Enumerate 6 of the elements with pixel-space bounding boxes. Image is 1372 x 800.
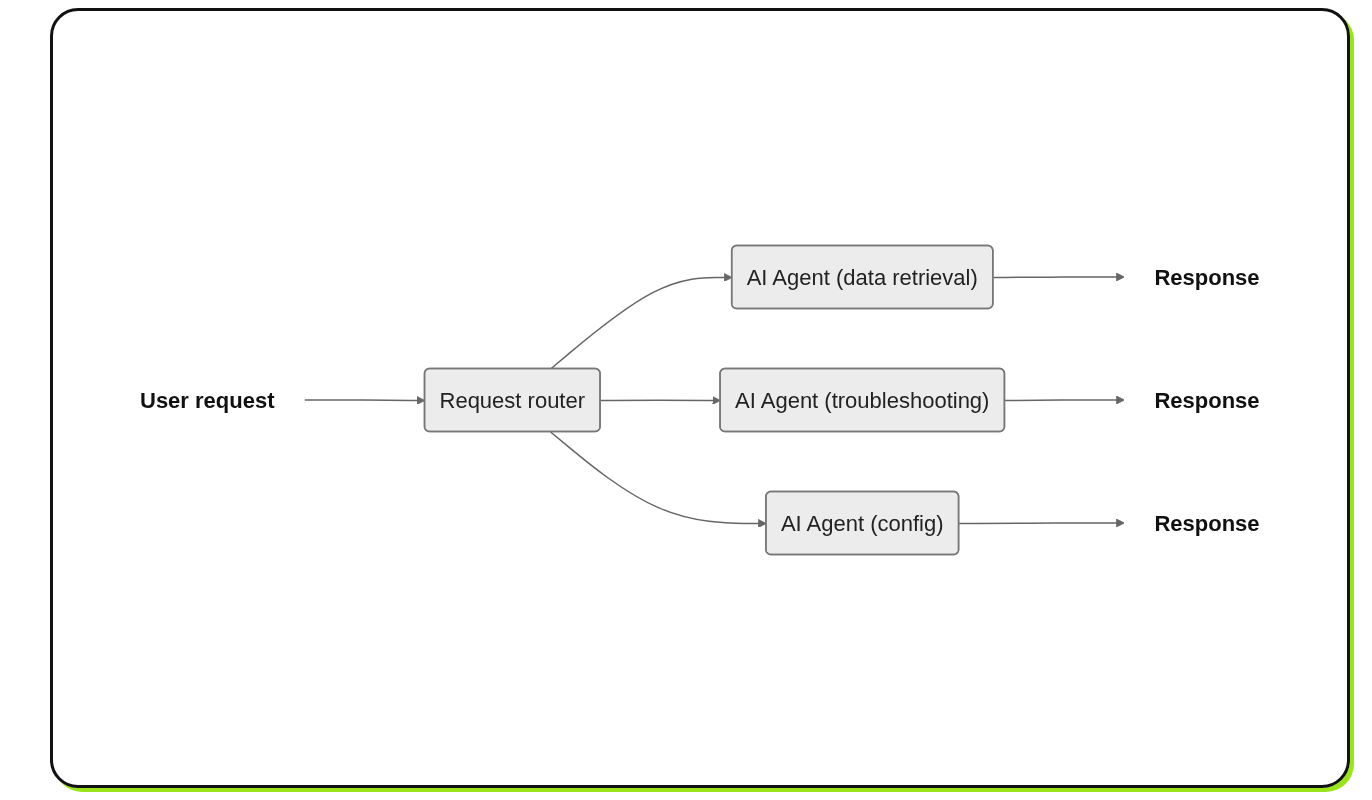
node-text: Response xyxy=(1154,264,1260,290)
node-text: User request xyxy=(140,387,275,413)
arrow xyxy=(958,518,1126,528)
node-text: Response xyxy=(1154,387,1260,413)
arrow xyxy=(550,431,767,528)
node-text: Response xyxy=(1154,510,1260,536)
